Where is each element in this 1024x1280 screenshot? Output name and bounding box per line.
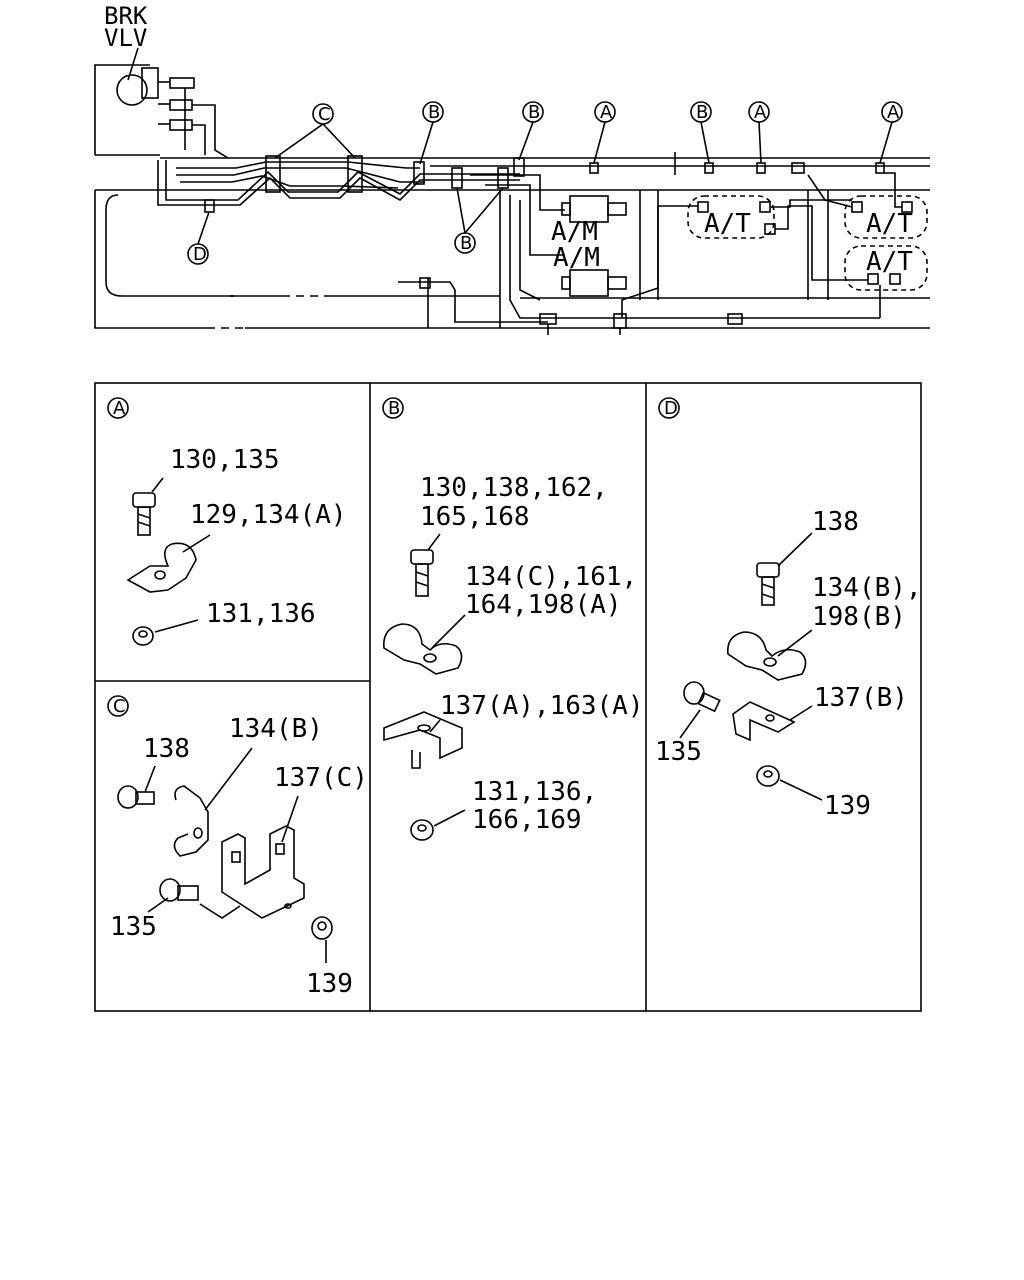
at-group-2 — [844, 195, 928, 239]
panel-b-bolt-label-1: 130,138,162, — [420, 473, 608, 503]
at-label-1: A/T — [704, 209, 751, 239]
callout-a-1: A — [600, 102, 613, 123]
panel-a-clip-label: 129,134(A) — [190, 500, 347, 530]
panel-b-clip-label-1: 134(C),161, — [465, 562, 637, 592]
callout-b-1: B — [428, 102, 440, 123]
panel-d-clip-label-1: 134(B), — [812, 573, 922, 603]
panel-b-bracket-label: 137(A),163(A) — [440, 691, 644, 721]
at-label-3: A/T — [866, 247, 913, 277]
vlv-label-line2: VLV — [104, 24, 147, 52]
callout-b-2: B — [528, 102, 540, 123]
am-label-2: A/M — [553, 243, 600, 273]
detail-panels-frame — [94, 382, 922, 1012]
panel-c-nut-label: 139 — [306, 969, 353, 999]
panel-d-bolt2-label: 135 — [655, 737, 702, 767]
am-label-1: A/M — [551, 217, 598, 247]
panel-b-parts — [383, 533, 466, 841]
panel-b-clip-label-2: 164,198(A) — [465, 590, 622, 620]
panel-d-letter: D — [664, 398, 678, 419]
callout-b-lower: B — [460, 233, 472, 254]
panel-a-nut-label: 131,136 — [206, 599, 316, 629]
am-valve-lower — [569, 269, 609, 297]
brake-pipe-layout — [94, 47, 930, 335]
panel-c-bolt-label: 138 — [143, 734, 190, 764]
callout-d-top: D — [193, 244, 207, 265]
panel-d-clip-label-2: 198(B) — [812, 602, 906, 632]
panel-b-nut-label-1: 131,136, — [472, 777, 597, 807]
at-group-3 — [844, 245, 928, 291]
panel-d-parts — [679, 532, 823, 801]
at-label-2: A/T — [866, 209, 913, 239]
callout-c-top: C — [318, 104, 331, 125]
at-group-1 — [687, 195, 775, 239]
panel-c-parts — [117, 747, 333, 963]
panel-a-parts — [126, 477, 211, 646]
brk-label-line1: BRK — [104, 2, 148, 30]
callout-a-2: A — [754, 102, 767, 123]
panel-c-clip-label: 134(B) — [229, 714, 323, 744]
panel-c-bracket-label: 137(C) — [274, 763, 368, 793]
panel-c-bolt2-label: 135 — [110, 912, 157, 942]
panel-d-bracket-label: 137(B) — [814, 683, 908, 713]
callout-b-3: B — [696, 102, 708, 123]
brake-valve — [116, 74, 148, 106]
panel-d-bolt-label: 138 — [812, 507, 859, 537]
panel-a-bolt-label: 130,135 — [170, 445, 280, 475]
panel-c-letter: C — [113, 696, 126, 717]
panel-d-nut-label: 139 — [824, 791, 871, 821]
callout-a-3: A — [887, 102, 900, 123]
panel-b-letter: B — [388, 398, 400, 419]
panel-b-nut-label-2: 166,169 — [472, 805, 582, 835]
panel-a-letter: A — [113, 398, 126, 419]
panel-b-bolt-label-2: 165,168 — [420, 502, 530, 532]
